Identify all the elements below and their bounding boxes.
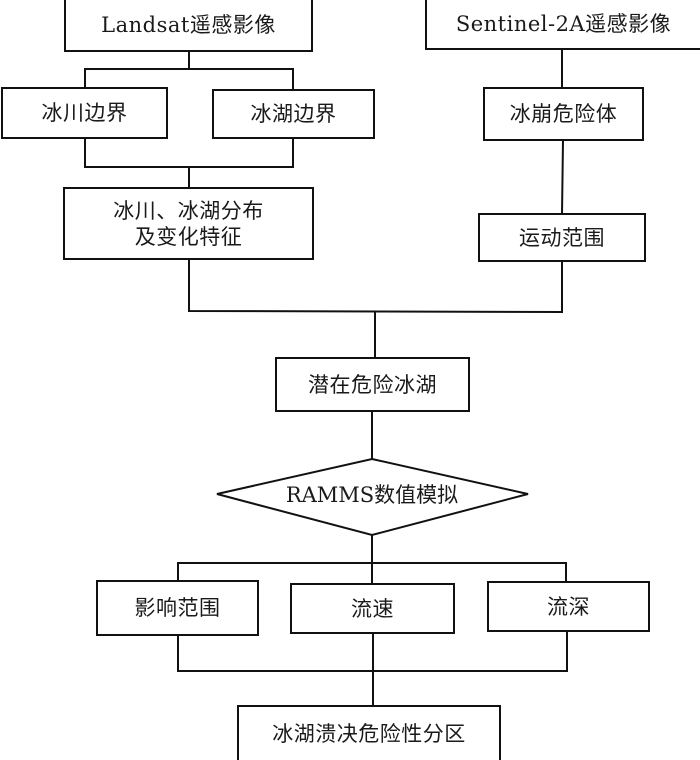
- connector-boundaries-join: [84, 138, 294, 168]
- node-lake-boundary: 冰湖边界: [212, 89, 375, 139]
- node-distribution-change: 冰川、冰湖分布 及变化特征: [63, 187, 314, 260]
- node-glof-hazard-zoning: 冰湖溃决危险性分区: [237, 705, 501, 760]
- node-landsat-imagery: Landsat遥感影像: [64, 0, 313, 52]
- node-potential-dangerous-lake: 潜在危险冰湖: [275, 357, 470, 412]
- node-flow-depth: 流深: [487, 581, 650, 632]
- connector-avalanche-to-movement: [561, 139, 564, 215]
- node-ice-avalanche-body: 冰崩危险体: [483, 87, 644, 141]
- connector-middle-join: [188, 259, 563, 314]
- node-ramms-simulation: RAMMS数值模拟: [285, 483, 459, 507]
- node-movement-range: 运动范围: [478, 213, 646, 262]
- node-glacier-boundary: 冰川边界: [1, 87, 168, 139]
- connector-landsat-split: [84, 68, 294, 90]
- node-flow-velocity: 流速: [290, 583, 455, 634]
- node-impact-range: 影响范围: [96, 580, 259, 636]
- node-sentinel-imagery: Sentinel-2A遥感影像: [425, 0, 700, 50]
